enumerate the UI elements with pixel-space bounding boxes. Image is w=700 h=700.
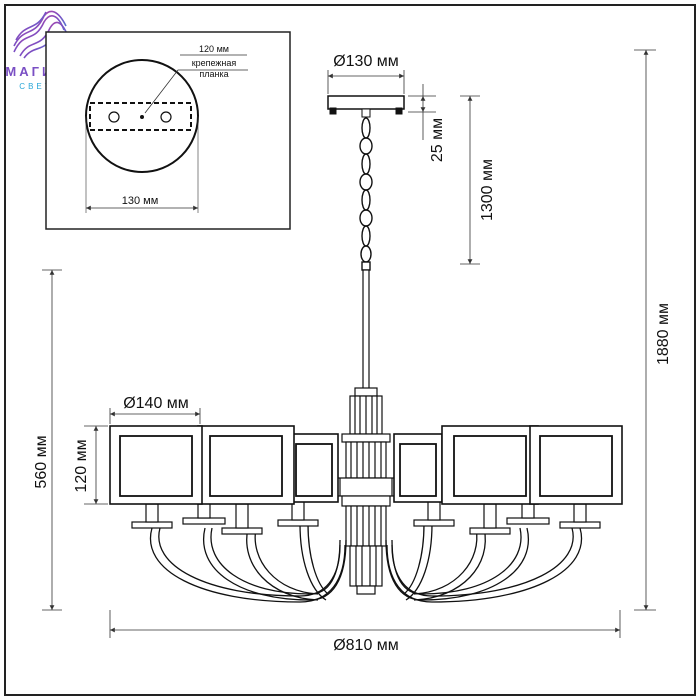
ceiling-canopy: [327, 95, 405, 110]
chain-length-label: 1300 мм: [479, 159, 496, 221]
body-height-label: 560 мм: [33, 435, 50, 488]
chandelier-arms: [149, 523, 583, 603]
central-column: [321, 387, 411, 595]
center-hole: [140, 115, 144, 119]
drawing-frame: [4, 4, 696, 696]
plate-caption-line2: планка: [199, 69, 228, 79]
suspension-chain: [359, 117, 373, 271]
shade-diameter-label: Ø140 мм: [123, 395, 189, 412]
detail-diameter-label: 130 мм: [122, 195, 159, 207]
lamp-shades: [109, 425, 623, 505]
shade-height-label: 120 мм: [73, 439, 90, 492]
mount-hole-left: [108, 111, 120, 123]
dimension-lines: [42, 49, 656, 638]
mount-detail-panel: 120 мм крепежная планка 130 мм: [45, 31, 291, 230]
canopy-height-label: 25 мм: [429, 118, 446, 162]
center-rod: [362, 269, 370, 396]
overall-diameter-label: Ø810 мм: [333, 637, 399, 654]
total-height-label: 1880 мм: [655, 303, 672, 365]
mounting-bar: [89, 102, 192, 131]
plate-width-label: 120 мм: [199, 44, 229, 54]
plate-leader-line: [144, 69, 248, 114]
chandelier-drawing: [109, 95, 623, 603]
plate-caption-line1: крепежная: [192, 58, 237, 68]
canopy-diameter-label: Ø130 мм: [333, 53, 399, 70]
logo-tagline: СВЕТА: [19, 82, 60, 91]
mount-hole-right: [160, 111, 172, 123]
candle-cups: [131, 499, 601, 535]
